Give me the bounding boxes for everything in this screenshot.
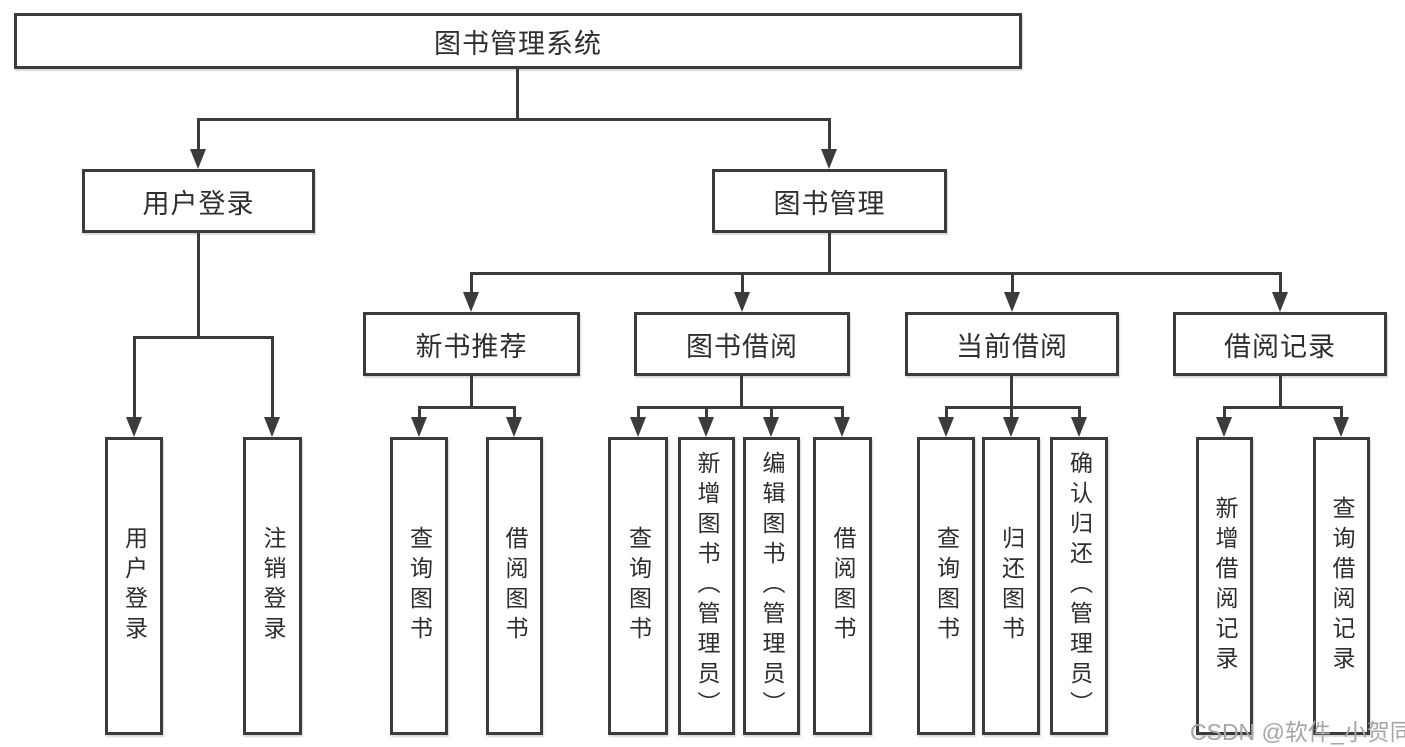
arrowhead-book-borrow — [734, 292, 750, 312]
arrowhead-borrow-add — [698, 417, 714, 437]
connector-mgmt-drop-1 — [470, 272, 473, 295]
leaf-return-books: 归还图书 — [982, 437, 1040, 735]
arrowhead-records-add — [1216, 417, 1232, 437]
connector-borrow-drop-2 — [705, 406, 708, 420]
connector-current-drop-1 — [945, 406, 948, 420]
leaf-add-book-admin: 新增图书（管理员） — [678, 437, 735, 735]
connector-borrow-stem — [740, 376, 743, 407]
connector-records-rail — [1223, 406, 1343, 409]
connector-current-drop-2 — [1010, 406, 1013, 420]
connector-root-stem — [516, 69, 519, 118]
node-new-book-recommend: 新书推荐 — [363, 312, 580, 376]
connector-recommend-drop-2 — [513, 406, 516, 420]
node-book-borrow: 图书借阅 — [634, 312, 850, 376]
watermark: CSDN @软件_小贺同学 — [1190, 719, 1405, 745]
connector-mgmt-rail — [470, 272, 1282, 275]
leaf-query-borrow-record: 查询借阅记录 — [1313, 437, 1370, 735]
node-borrow-records: 借阅记录 — [1173, 312, 1387, 376]
connector-login-stem — [197, 233, 200, 337]
connector-root-drop-right — [828, 118, 831, 152]
connector-mgmt-stem — [828, 233, 831, 274]
arrowhead-records-query — [1333, 417, 1349, 437]
arrowhead-leaf-logout — [264, 417, 280, 437]
leaf-current-query-books: 查询图书 — [917, 437, 975, 735]
leaf-user-login: 用户登录 — [105, 437, 163, 735]
connector-records-drop-2 — [1340, 406, 1343, 420]
leaf-recommend-query-books: 查询图书 — [390, 437, 448, 735]
connector-login-drop-2 — [271, 336, 274, 420]
connector-current-rail — [945, 406, 1081, 409]
arrowhead-leaf-user-login — [126, 417, 142, 437]
arrowhead-borrow-borrow — [834, 417, 850, 437]
connector-recommend-stem — [470, 376, 473, 407]
connector-records-drop-1 — [1223, 406, 1226, 420]
arrowhead-book-management — [821, 149, 837, 169]
connector-borrow-drop-1 — [637, 406, 640, 420]
connector-mgmt-drop-4 — [1279, 272, 1282, 295]
arrowhead-borrow-query — [630, 417, 646, 437]
connector-login-rail — [133, 336, 274, 339]
node-book-management: 图书管理 — [712, 169, 947, 233]
node-user-login: 用户登录 — [82, 169, 315, 233]
leaf-add-borrow-record: 新增借阅记录 — [1196, 437, 1253, 735]
node-root: 图书管理系统 — [14, 13, 1022, 69]
connector-root-rail — [197, 118, 831, 121]
arrowhead-recommend-query — [411, 417, 427, 437]
arrowhead-borrow-records — [1272, 292, 1288, 312]
connector-recommend-rail — [418, 406, 516, 409]
connector-login-drop-1 — [133, 336, 136, 420]
leaf-borrow-borrow-books: 借阅图书 — [813, 437, 872, 735]
arrowhead-current-query — [938, 417, 954, 437]
connector-borrow-drop-4 — [841, 406, 844, 420]
connector-borrow-drop-3 — [770, 406, 773, 420]
connector-borrow-rail — [637, 406, 844, 409]
connector-current-stem — [1010, 376, 1013, 407]
connector-records-stem — [1279, 376, 1282, 407]
leaf-edit-book-admin: 编辑图书（管理员） — [743, 437, 800, 735]
leaf-logout-login: 注销登录 — [243, 437, 302, 735]
connector-recommend-drop-1 — [418, 406, 421, 420]
arrowhead-recommend-borrow — [506, 417, 522, 437]
leaf-confirm-return-admin: 确认归还（管理员） — [1050, 437, 1108, 735]
leaf-borrow-query-books: 查询图书 — [608, 437, 668, 735]
arrowhead-borrow-edit — [763, 417, 779, 437]
arrowhead-user-login — [190, 149, 206, 169]
node-current-borrow: 当前借阅 — [905, 312, 1119, 376]
connector-mgmt-drop-3 — [1011, 272, 1014, 295]
arrowhead-current-return — [1003, 417, 1019, 437]
arrowhead-current-borrow — [1004, 292, 1020, 312]
connector-root-drop-left — [197, 118, 200, 152]
connector-current-drop-3 — [1078, 406, 1081, 420]
arrowhead-current-confirm — [1071, 417, 1087, 437]
leaf-recommend-borrow-books: 借阅图书 — [486, 437, 543, 735]
arrowhead-new-book-recommend — [463, 292, 479, 312]
connector-mgmt-drop-2 — [741, 272, 744, 295]
